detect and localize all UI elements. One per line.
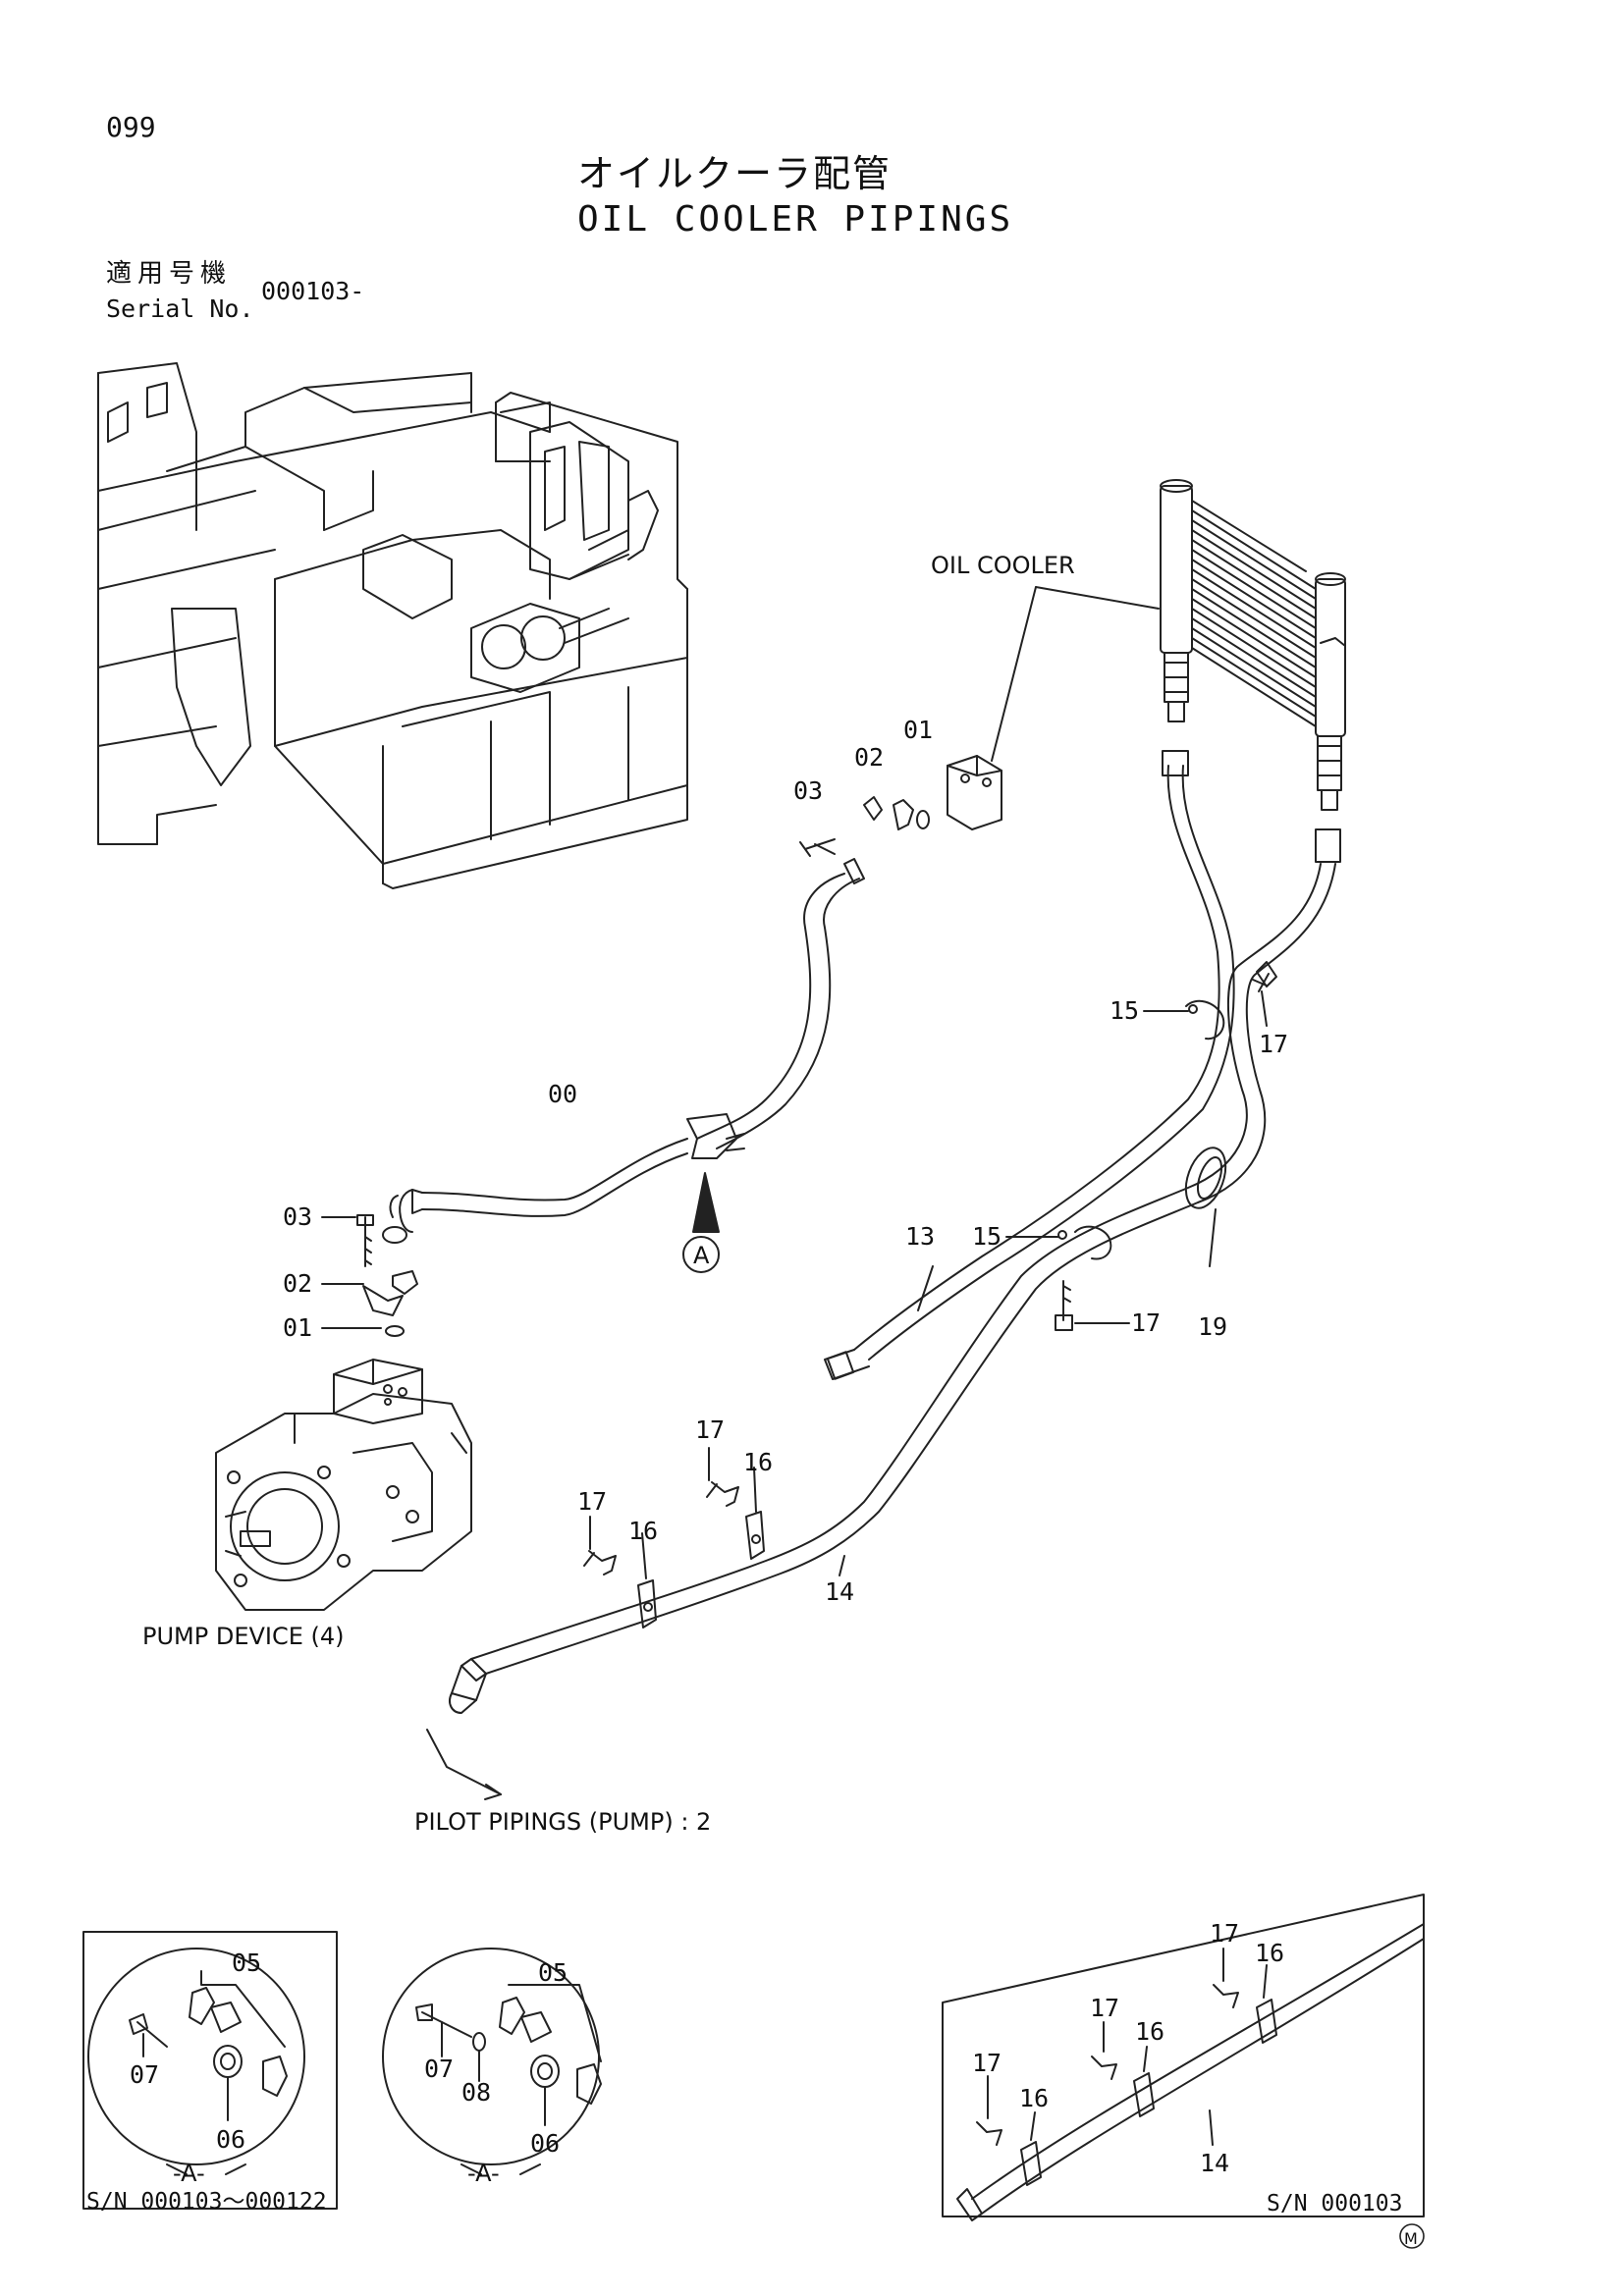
connector-block <box>799 755 1002 857</box>
hose-13 <box>824 750 1235 1380</box>
callout-03-top: 03 <box>793 776 823 805</box>
detail-view-sn-000103 <box>942 1894 1425 2221</box>
callout-17-b: 17 <box>577 1487 607 1516</box>
serial-label: Serial No. <box>106 294 254 323</box>
callout-14: 14 <box>825 1577 854 1606</box>
mark-m: M <box>1404 2229 1418 2248</box>
callout-17-upper: 17 <box>1259 1030 1288 1058</box>
serial-label-japanese: 適用号機 <box>106 259 233 289</box>
view-a-middle-label: -A- <box>467 2160 500 2187</box>
detail3-callout-16c: 16 <box>1255 1939 1284 1967</box>
serial-range-right: S/N 000103 <box>1267 2191 1402 2216</box>
detail-view-a-middle <box>382 1948 602 2175</box>
callout-16-a: 16 <box>743 1448 773 1476</box>
detail2-callout-08: 08 <box>461 2078 491 2107</box>
callout-19: 19 <box>1198 1312 1227 1341</box>
callout-01-left: 01 <box>283 1313 312 1342</box>
page-number: 099 <box>106 111 156 143</box>
detail2-callout-05: 05 <box>538 1958 568 1987</box>
detail3-callout-16b: 16 <box>1135 2017 1164 2046</box>
pump-device-label: PUMP DEVICE (4) <box>142 1623 345 1650</box>
hose-14 <box>449 828 1341 1714</box>
callout-00: 00 <box>548 1080 577 1108</box>
callout-17-a: 17 <box>695 1415 725 1444</box>
callout-01-top: 01 <box>903 716 933 744</box>
callout-15-lower: 15 <box>972 1222 1001 1251</box>
view-a-left-label: -A- <box>173 2160 205 2187</box>
oil-cooler-label: OIL COOLER <box>931 552 1075 579</box>
machine-overview <box>97 362 688 889</box>
callout-16-b: 16 <box>628 1517 658 1545</box>
page-title: OIL COOLER PIPINGS <box>577 199 1014 240</box>
page-title-japanese: オイルクーラ配管 <box>577 152 893 195</box>
detail1-callout-06: 06 <box>216 2125 245 2154</box>
view-a-marker: A <box>693 1242 710 1269</box>
detail3-callout-14: 14 <box>1200 2149 1229 2177</box>
detail3-callout-17c: 17 <box>1210 1919 1239 1948</box>
pilot-pipings-label: PILOT PIPINGS (PUMP) : 2 <box>414 1808 711 1836</box>
callout-03-left: 03 <box>283 1202 312 1231</box>
callout-13: 13 <box>905 1222 935 1251</box>
detail2-callout-06: 06 <box>530 2129 560 2158</box>
detail1-callout-07: 07 <box>130 2060 159 2089</box>
detail3-callout-17a: 17 <box>972 2049 1001 2077</box>
callout-17-mid: 17 <box>1131 1308 1161 1337</box>
detail-view-a-left <box>82 1931 338 2210</box>
serial-range-left: S/N 000103～000122 <box>86 2189 327 2215</box>
serial-value: 000103- <box>261 277 365 305</box>
pump-device <box>215 1359 472 1611</box>
callout-15-upper: 15 <box>1110 996 1139 1025</box>
detail2-callout-07: 07 <box>424 2055 454 2083</box>
hose-00 <box>382 858 865 1244</box>
detail1-callout-05: 05 <box>232 1949 261 1977</box>
callout-02-left: 02 <box>283 1269 312 1298</box>
oil-cooler-unit <box>1160 479 1346 811</box>
detail3-callout-16a: 16 <box>1019 2084 1049 2112</box>
detail3-callout-17b: 17 <box>1090 1994 1119 2022</box>
callout-02-top: 02 <box>854 743 884 772</box>
